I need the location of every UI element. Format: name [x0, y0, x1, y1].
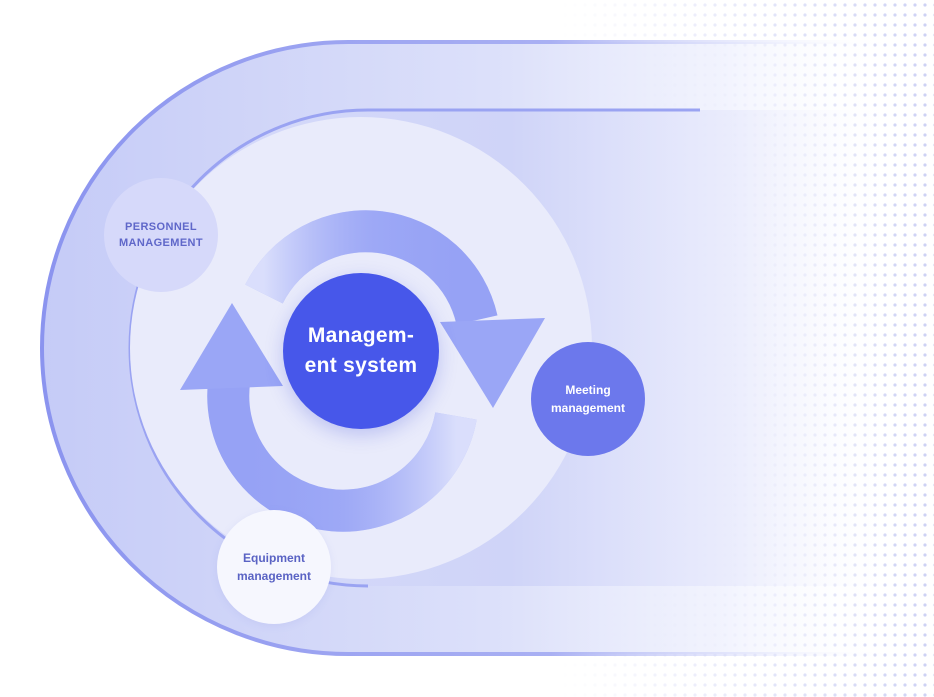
management-system-node: Managem- ent system [283, 273, 439, 429]
center-label-line1: Managem- [305, 321, 418, 351]
personnel-label-line2: MANAGEMENT [119, 235, 203, 251]
personnel-label-line1: PERSONNEL [119, 219, 203, 235]
meeting-management-node: Meeting management [531, 342, 645, 456]
equipment-management-node: Equipment management [217, 510, 331, 624]
equipment-label-line2: management [237, 567, 311, 585]
center-label-line2: ent system [305, 351, 418, 381]
equipment-label-line1: Equipment [237, 549, 311, 567]
meeting-label-line1: Meeting [551, 381, 625, 399]
meeting-label-line2: management [551, 399, 625, 417]
personnel-management-node: PERSONNEL MANAGEMENT [104, 178, 218, 292]
